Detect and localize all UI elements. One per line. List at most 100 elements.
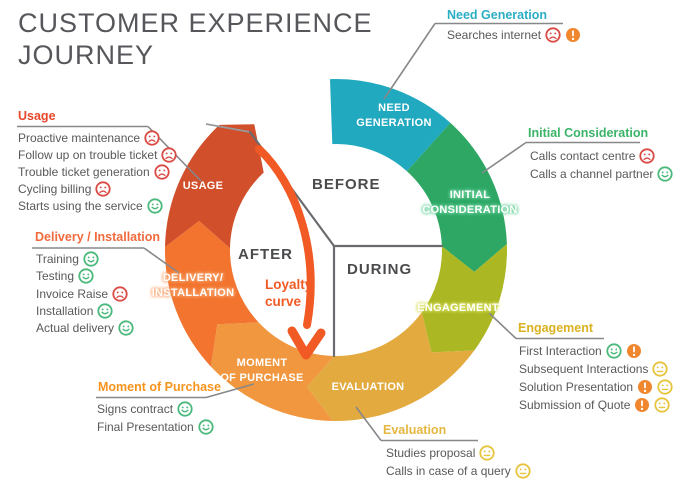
callout-heading-need-generation: Need Generation: [447, 8, 548, 22]
callout-item: Submission of Quote: [519, 397, 671, 413]
callout-heading-initial-consideration: Initial Consideration: [528, 126, 649, 140]
alert-icon: [566, 28, 581, 42]
happy-face-icon: [606, 343, 622, 359]
callout-heading-moment-of-purchase: Moment of Purchase: [98, 380, 221, 394]
stage-label-line: INITIAL: [449, 189, 491, 201]
callout-item: Starts using the service: [18, 198, 163, 214]
loyalty-curve-arrowhead: [287, 326, 326, 360]
callout-item-text: Calls in case of a query: [386, 463, 511, 478]
loyalty-curve-label-line1: Loyalty: [265, 277, 313, 292]
ring-segment-moment-of-purchase: [210, 322, 335, 421]
page-title: CUSTOMER EXPERIENCE JOURNEY: [18, 8, 373, 72]
stage-label-usage: USAGE: [183, 179, 224, 194]
alert-icon: [638, 380, 653, 394]
sad-face-icon: [639, 148, 655, 164]
ring-segment-usage: [165, 124, 264, 249]
happy-face-icon: [657, 166, 674, 182]
happy-face-icon: [78, 268, 94, 284]
callout-item-text: Follow up on trouble ticket: [18, 148, 158, 162]
callout-pointer-line-evaluation: [355, 406, 382, 441]
callout-heading-delivery-installation: Delivery / Installation: [35, 230, 161, 244]
loyalty-curve-label: Loyalty curve: [265, 277, 312, 311]
happy-face-icon: [147, 198, 163, 214]
callout-item: Follow up on trouble ticket: [18, 147, 178, 163]
callout-heading-engagement: Engagement: [518, 321, 594, 335]
callout-item-text: Invoice Raise: [36, 286, 109, 301]
callout-item-text: Calls contact centre: [530, 149, 636, 163]
stage-label-initial-consideration: INITIAL CONSIDERATION: [422, 188, 517, 218]
callout-item-text: Testing: [36, 269, 75, 284]
happy-face-icon: [198, 419, 214, 435]
callout-item: Invoice Raise: [36, 285, 128, 302]
phase-label-before: BEFORE: [312, 176, 381, 193]
callout-item-text: Calls a channel partner: [530, 167, 654, 181]
callout-item-text: First Interaction: [519, 344, 602, 358]
callout-item: Testing: [36, 268, 94, 284]
stage-label-line: CONSIDERATION: [422, 203, 518, 216]
sad-face-icon: [112, 285, 128, 302]
callout-item: Training: [36, 251, 99, 267]
callout-item-text: Training: [36, 252, 79, 266]
stage-label-evaluation: EVALUATION: [332, 380, 405, 395]
loyalty-curve-arrow: [255, 145, 315, 329]
callout-item: Calls contact centre: [530, 148, 655, 164]
callout-pointer-line-need-generation: [383, 23, 436, 100]
happy-face-icon: [177, 401, 193, 417]
ring-segment-need-generation: [330, 78, 451, 172]
happy-face-icon: [83, 251, 99, 267]
callout-item: Trouble ticket generation: [18, 164, 170, 180]
callout-item-text: Cycling billing: [18, 182, 92, 196]
callout-item-text: Starts using the service: [18, 199, 143, 213]
neutral-face-icon: [515, 462, 531, 479]
callout-item-text: Proactive maintenance: [18, 131, 141, 145]
callout-item: First Interaction: [519, 343, 642, 359]
stage-label-line: INSTALLATION: [151, 286, 235, 299]
sad-face-icon: [545, 27, 561, 43]
callout-item-text: Installation: [36, 303, 94, 318]
ring-segment-evaluation: [306, 312, 475, 422]
alert-icon: [635, 398, 650, 412]
callout-pointer-line-moment-of-purchase: [205, 383, 255, 399]
callout-item: Final Presentation: [97, 419, 214, 435]
neutral-face-icon: [654, 397, 671, 413]
callout-item-text: Final Presentation: [97, 420, 194, 434]
stage-label-line: DELIVERY/: [162, 272, 224, 284]
ring-segment-initial-consideration: [406, 122, 507, 272]
happy-face-icon: [118, 320, 134, 336]
stage-label-line: EVALUATION: [331, 381, 405, 393]
stage-label-line: MOMENT: [236, 357, 288, 369]
ring-segment-delivery-installation: [164, 220, 259, 367]
ring-segment-engagement: [421, 244, 508, 353]
sad-face-icon: [95, 181, 111, 197]
phase-label-after: AFTER: [238, 246, 293, 263]
callout-item: Calls a channel partner: [530, 166, 674, 182]
stage-label-line: ENGAGEMENT: [417, 302, 499, 314]
callout-item-text: Searches internet: [447, 28, 542, 42]
stage-label-engagement: ENGAGEMENT: [417, 301, 499, 316]
page-title-line1: CUSTOMER EXPERIENCE: [18, 8, 373, 38]
sad-face-icon: [144, 130, 160, 146]
page-title-line2: JOURNEY: [18, 39, 155, 70]
callout-pointer-line-initial-consideration: [481, 141, 527, 174]
stage-label-line: USAGE: [182, 180, 224, 192]
callout-pointer-line-delivery-installation: [143, 247, 180, 274]
usage-tip-edge-line: [205, 123, 251, 133]
neutral-face-icon: [652, 361, 669, 377]
phase-label-during: DURING: [347, 261, 413, 278]
alert-icon: [626, 344, 641, 358]
neutral-face-icon: [657, 379, 673, 395]
callout-item: Studies proposal: [386, 445, 495, 461]
callout-item: Installation: [36, 303, 113, 319]
callout-item: Actual delivery: [36, 320, 134, 336]
stage-label-line: GENERATION: [356, 116, 432, 129]
callout-pointer-line-engagement: [488, 312, 517, 340]
callout-item-text: Actual delivery: [36, 321, 115, 336]
callout-item: Subsequent Interactions: [519, 361, 669, 377]
callout-item: Cycling billing: [18, 181, 111, 197]
callout-item: Calls in case of a query: [386, 462, 531, 479]
callout-item-text: Signs contract: [97, 402, 174, 416]
neutral-face-icon: [479, 445, 495, 461]
callout-heading-evaluation: Evaluation: [383, 423, 447, 437]
